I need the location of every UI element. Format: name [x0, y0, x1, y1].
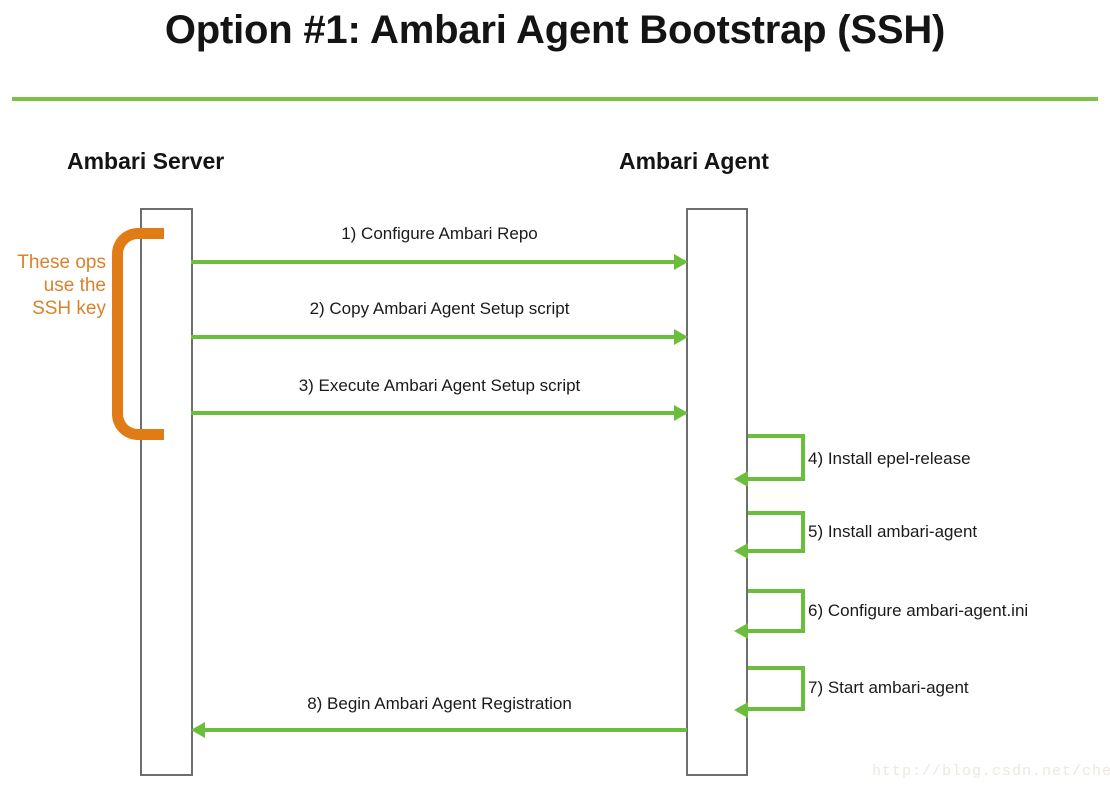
self-message-label-7: 7) Start ambari-agent	[808, 678, 969, 697]
message-label-2: 2) Copy Ambari Agent Setup script	[309, 299, 570, 318]
message-line-3	[191, 411, 675, 415]
message-line-8	[204, 728, 687, 732]
self-loop-5	[748, 511, 805, 553]
message-label-8: 8) Begin Ambari Agent Registration	[307, 694, 572, 713]
lifeline-ambari-server	[140, 208, 193, 776]
lifeline-ambari-agent	[686, 208, 748, 776]
arrow-head-left-icon-7	[734, 702, 748, 718]
self-loop-4	[748, 434, 805, 481]
message-label-1: 1) Configure Ambari Repo	[341, 224, 538, 243]
self-message-label-6: 6) Configure ambari-agent.ini	[808, 601, 1029, 620]
arrow-head-left-icon-6	[734, 623, 748, 639]
title-divider	[12, 97, 1098, 101]
self-message-label-5: 5) Install ambari-agent	[808, 522, 978, 541]
arrow-head-left-icon-5	[734, 543, 748, 559]
message-line-1	[191, 260, 675, 264]
self-loop-6	[748, 589, 805, 633]
arrow-head-left-icon-8	[191, 722, 205, 738]
self-loop-7	[748, 666, 805, 711]
ssh-annotation-text: These ops use the SSH key	[17, 252, 106, 319]
self-message-label-4: 4) Install epel-release	[808, 449, 971, 468]
watermark-text: http://blog.csdn.net/chengyu	[872, 763, 1110, 780]
participant-label-agent: Ambari Agent	[619, 148, 769, 174]
arrow-head-right-icon-2	[674, 329, 688, 345]
message-line-2	[191, 335, 675, 339]
arrow-head-left-icon-4	[734, 471, 748, 487]
arrow-head-right-icon-3	[674, 405, 688, 421]
participant-label-server: Ambari Server	[67, 148, 225, 174]
arrow-head-right-icon-1	[674, 254, 688, 270]
ssh-scope-bracket	[112, 228, 164, 440]
page-title: Option #1: Ambari Agent Bootstrap (SSH)	[164, 8, 946, 52]
message-label-3: 3) Execute Ambari Agent Setup script	[298, 376, 581, 395]
